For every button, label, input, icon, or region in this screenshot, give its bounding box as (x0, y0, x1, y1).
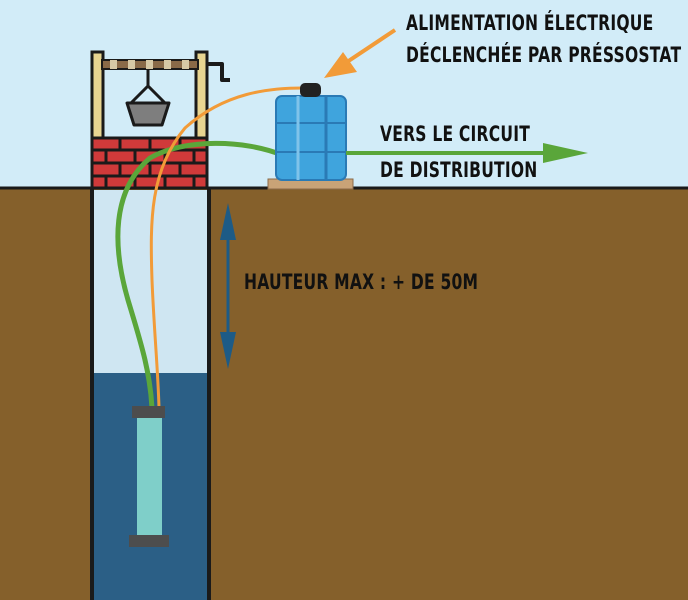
pressure-tank-icon (267, 83, 354, 190)
distribution-arrow (346, 143, 588, 163)
bucket-icon (125, 69, 171, 127)
power-arrow (324, 28, 397, 78)
circuit-label-line2: DE DISTRIBUTION (380, 158, 538, 182)
submersible-pump-icon (129, 406, 169, 547)
height-arrow (220, 203, 236, 369)
height-label: HAUTEUR MAX : + DE 50M (244, 270, 479, 294)
power-cable (149, 86, 305, 410)
circuit-label-line1: VERS LE CIRCUIT (380, 122, 531, 146)
power-label-line2: DÉCLENCHÉE PAR PRÉSSOSTAT (406, 43, 682, 67)
power-label-line1: ALIMENTATION ÉLECTRIQUE (406, 11, 654, 35)
water-pipe (115, 140, 285, 411)
